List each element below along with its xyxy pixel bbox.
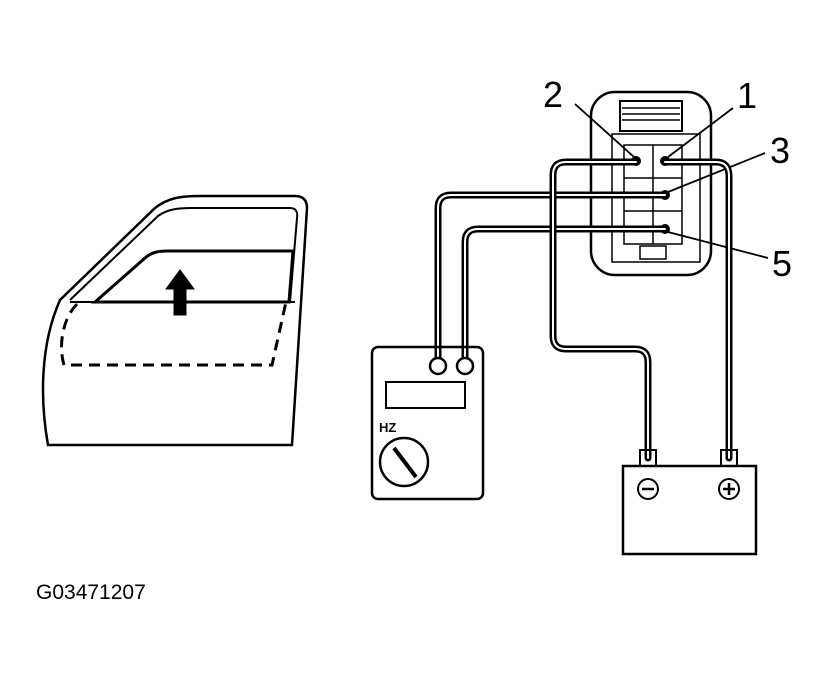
figure-code: G03471207 <box>36 581 146 604</box>
callout-pin-3: 3 <box>770 130 790 171</box>
meter-dial <box>378 436 430 488</box>
battery-post-positive <box>720 449 738 467</box>
battery-positive-symbol <box>718 478 740 500</box>
connector-housing-outer <box>589 90 713 277</box>
wire-battery-negative-pin-2 <box>549 158 652 462</box>
door-frame-inner <box>69 207 299 303</box>
window-glass-lowered <box>60 301 288 367</box>
connector-key <box>639 245 667 260</box>
callout-leaders <box>574 103 769 259</box>
wires <box>434 158 733 462</box>
battery-body <box>621 464 758 556</box>
battery-icon <box>621 449 758 556</box>
callout-pin-5: 5 <box>772 243 792 284</box>
battery-negative-symbol <box>637 478 659 500</box>
callout-pin-2: 2 <box>543 74 563 115</box>
meter-body <box>370 345 485 501</box>
wire-meter-b-pin-5 <box>461 225 669 364</box>
connector-housing-inner <box>611 133 701 263</box>
door-outline <box>41 194 309 447</box>
door-illustration <box>41 194 309 447</box>
frequency-meter-icon: HZ <box>370 345 485 501</box>
battery-post-negative <box>639 449 657 467</box>
meter-dial-pointer <box>392 446 418 479</box>
leader-pin-1 <box>667 107 734 158</box>
connector-latch <box>619 100 683 132</box>
meter-terminal-b <box>455 356 475 376</box>
callout-pin-1: 1 <box>737 75 757 116</box>
leader-pin-3 <box>667 152 766 193</box>
connector-icon <box>589 90 713 277</box>
meter-display <box>385 381 466 409</box>
leader-pin-2 <box>574 103 635 158</box>
window-up-arrow-icon <box>165 269 195 316</box>
leader-pin-5 <box>667 231 769 259</box>
callout-labels: 2 1 3 5 <box>543 74 792 284</box>
meter-scale-label: HZ <box>379 420 396 435</box>
meter-terminal-a <box>428 356 448 376</box>
window-glass-raised <box>91 249 295 304</box>
wire-battery-positive-pin-1 <box>661 158 733 462</box>
